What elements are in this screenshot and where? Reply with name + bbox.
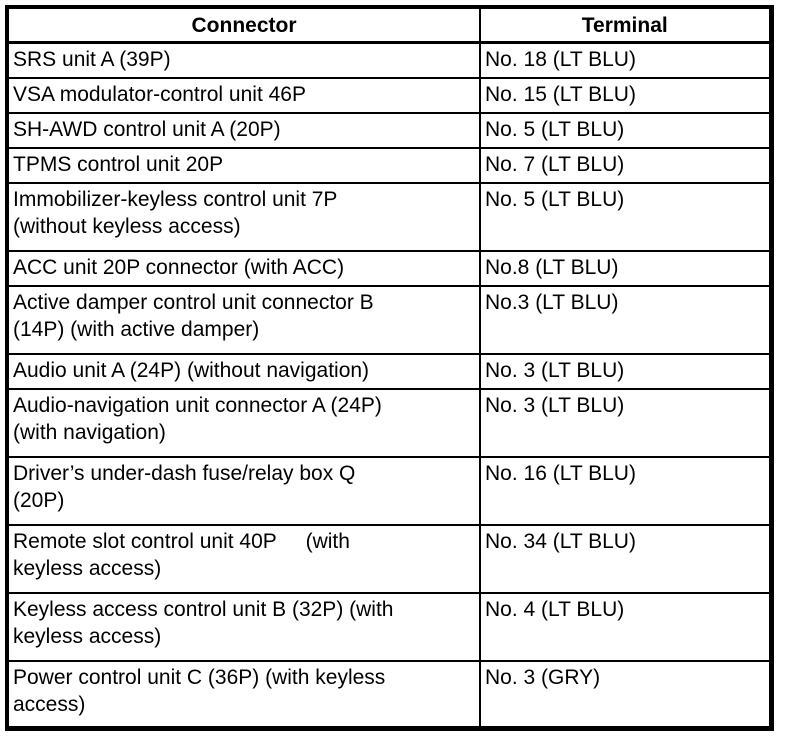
table-row: Power control unit C (36P) (with keyless… <box>6 659 772 730</box>
connector-cell: Active damper control unit connector B (… <box>6 284 481 355</box>
table-row: Driver’s under-dash fuse/relay box Q (20… <box>6 455 772 526</box>
header-row: Connector Terminal <box>6 6 772 44</box>
connector-cell: Audio-navigation unit connector A (24P) … <box>6 387 481 458</box>
connector-cell: Keyless access control unit B (32P) (wit… <box>6 591 481 662</box>
table-header: Connector Terminal <box>6 6 772 44</box>
connector-cell: VSA modulator-control unit 46P <box>6 76 481 114</box>
table-row: Immobilizer-keyless control unit 7P (wit… <box>6 181 772 252</box>
terminal-cell: No. 3 (GRY) <box>479 659 772 730</box>
terminal-cell: No. 18 (LT BLU) <box>479 41 772 79</box>
table-row: Audio unit A (24P) (without navigation) … <box>6 352 772 390</box>
connector-cell: Driver’s under-dash fuse/relay box Q (20… <box>6 455 481 526</box>
terminal-cell: No.8 (LT BLU) <box>479 249 772 287</box>
terminal-cell: No. 34 (LT BLU) <box>479 523 772 594</box>
connector-cell: ACC unit 20P connector (with ACC) <box>6 249 481 287</box>
connector-terminal-table: Connector Terminal SRS unit A (39P) No. … <box>5 5 774 731</box>
table-row: Remote slot control unit 40P (with keyle… <box>6 523 772 594</box>
table-row: SRS unit A (39P) No. 18 (LT BLU) <box>6 41 772 79</box>
terminal-cell: No. 4 (LT BLU) <box>479 591 772 662</box>
table-row: VSA modulator-control unit 46P No. 15 (L… <box>6 76 772 114</box>
terminal-cell: No. 7 (LT BLU) <box>479 146 772 184</box>
terminal-cell: No.3 (LT BLU) <box>479 284 772 355</box>
table-row: SH-AWD control unit A (20P) No. 5 (LT BL… <box>6 111 772 149</box>
connector-cell: TPMS control unit 20P <box>6 146 481 184</box>
connector-cell: Remote slot control unit 40P (with keyle… <box>6 523 481 594</box>
connector-cell: Power control unit C (36P) (with keyless… <box>6 659 481 730</box>
table-row: Audio-navigation unit connector A (24P) … <box>6 387 772 458</box>
terminal-cell: No. 3 (LT BLU) <box>479 352 772 390</box>
header-cell-terminal: Terminal <box>479 6 772 44</box>
table-row: ACC unit 20P connector (with ACC) No.8 (… <box>6 249 772 287</box>
table-row: Keyless access control unit B (32P) (wit… <box>6 591 772 662</box>
terminal-cell: No. 5 (LT BLU) <box>479 111 772 149</box>
table-body: SRS unit A (39P) No. 18 (LT BLU) VSA mod… <box>6 41 772 730</box>
terminal-cell: No. 16 (LT BLU) <box>479 455 772 526</box>
header-cell-connector: Connector <box>6 6 481 44</box>
terminal-cell: No. 15 (LT BLU) <box>479 76 772 114</box>
table-row: Active damper control unit connector B (… <box>6 284 772 355</box>
connector-cell: Audio unit A (24P) (without navigation) <box>6 352 481 390</box>
terminal-cell: No. 3 (LT BLU) <box>479 387 772 458</box>
terminal-cell: No. 5 (LT BLU) <box>479 181 772 252</box>
connector-cell: SRS unit A (39P) <box>6 41 481 79</box>
connector-cell: SH-AWD control unit A (20P) <box>6 111 481 149</box>
connector-cell: Immobilizer-keyless control unit 7P (wit… <box>6 181 481 252</box>
table-row: TPMS control unit 20P No. 7 (LT BLU) <box>6 146 772 184</box>
